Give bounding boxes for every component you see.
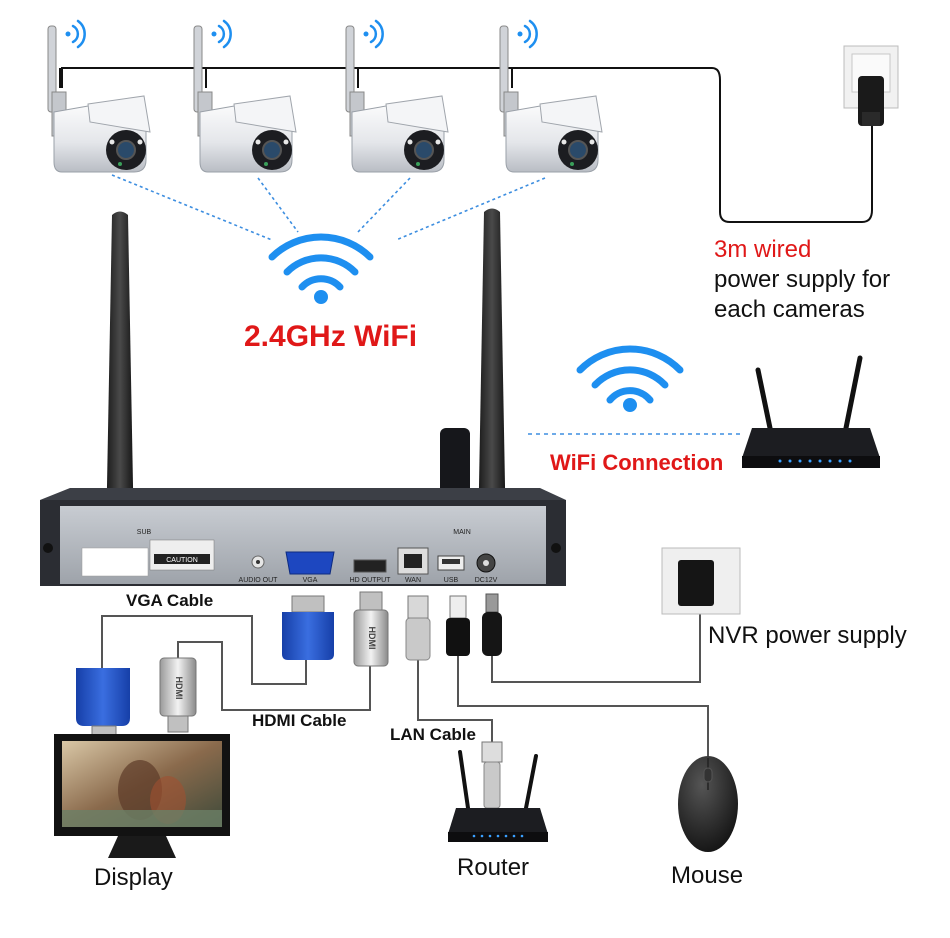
nvr-lan-port (397, 547, 429, 575)
camera-2 (193, 19, 297, 173)
power-line3-label: each cameras (714, 296, 865, 323)
display-label: Display (94, 864, 173, 891)
camera-wifi-icon (65, 19, 86, 49)
vga-connector-display (76, 668, 130, 741)
nvr-vga-port (285, 551, 335, 575)
nvr-caution-label: CAUTION (166, 557, 198, 564)
port-label-usb: USB (444, 577, 459, 584)
wifi-band-label: 2.4GHz WiFi (244, 320, 418, 353)
port-label-main: MAIN (453, 529, 471, 536)
camera-wifi-icon (211, 19, 232, 49)
router-label: Router (457, 854, 530, 881)
port-label-vga: VGA (303, 577, 318, 584)
wireless-cameras (47, 19, 603, 173)
wifi-signal-icon (268, 233, 374, 304)
port-label-sub: SUB (137, 529, 152, 536)
wifi-connection-label: WiFi Connection (550, 450, 724, 475)
router-device (448, 741, 548, 842)
lan-connector-nvr (405, 595, 431, 661)
nvr-hdmi-port (353, 559, 387, 573)
vga-cable-label: VGA Cable (126, 591, 214, 610)
nvr-recorder: CAUTION AUDIO OUT VGA HD OUTPUT WAN USB … (40, 208, 566, 586)
port-label-hd: HD OUTPUT (350, 577, 392, 584)
mouse-device (678, 756, 738, 852)
camera-4 (499, 19, 603, 173)
hdmi-cable-label: HDMI Cable (252, 711, 347, 730)
power-line2-label: power supply for (714, 266, 891, 293)
camera-wifi-icon (517, 19, 538, 49)
hdmi-connector-display: HDMI (159, 657, 197, 733)
camera-3 (345, 19, 449, 173)
svg-text:HDMI: HDMI (174, 677, 184, 700)
dc-connector-nvr (482, 593, 502, 656)
nvr-power-adapter (661, 547, 741, 615)
camera-power-cable (61, 67, 873, 223)
wall-power-adapter (843, 45, 899, 126)
display-monitor (54, 734, 230, 858)
usb-connector-nvr (446, 595, 470, 656)
port-label-wan: WAN (405, 577, 421, 584)
cable-routes (101, 606, 709, 760)
nvr-power-label: NVR power supply (708, 622, 907, 649)
port-label-audio: AUDIO OUT (239, 577, 279, 584)
camera-wifi-icon (363, 19, 384, 49)
power-wired-label: 3m wired (714, 236, 812, 263)
camera-1 (47, 19, 151, 173)
wifi-router-signal-icon (576, 345, 684, 412)
mouse-label: Mouse (671, 862, 744, 889)
vga-connector-nvr (282, 595, 334, 660)
camera-wifi-links (111, 174, 546, 241)
wifi-router-device (742, 355, 880, 468)
lan-cable-label: LAN Cable (390, 725, 476, 744)
svg-text:HDMI: HDMI (367, 627, 377, 650)
port-label-dc: DC12V (475, 577, 498, 584)
hdmi-connector-nvr: HDMI (353, 591, 389, 667)
